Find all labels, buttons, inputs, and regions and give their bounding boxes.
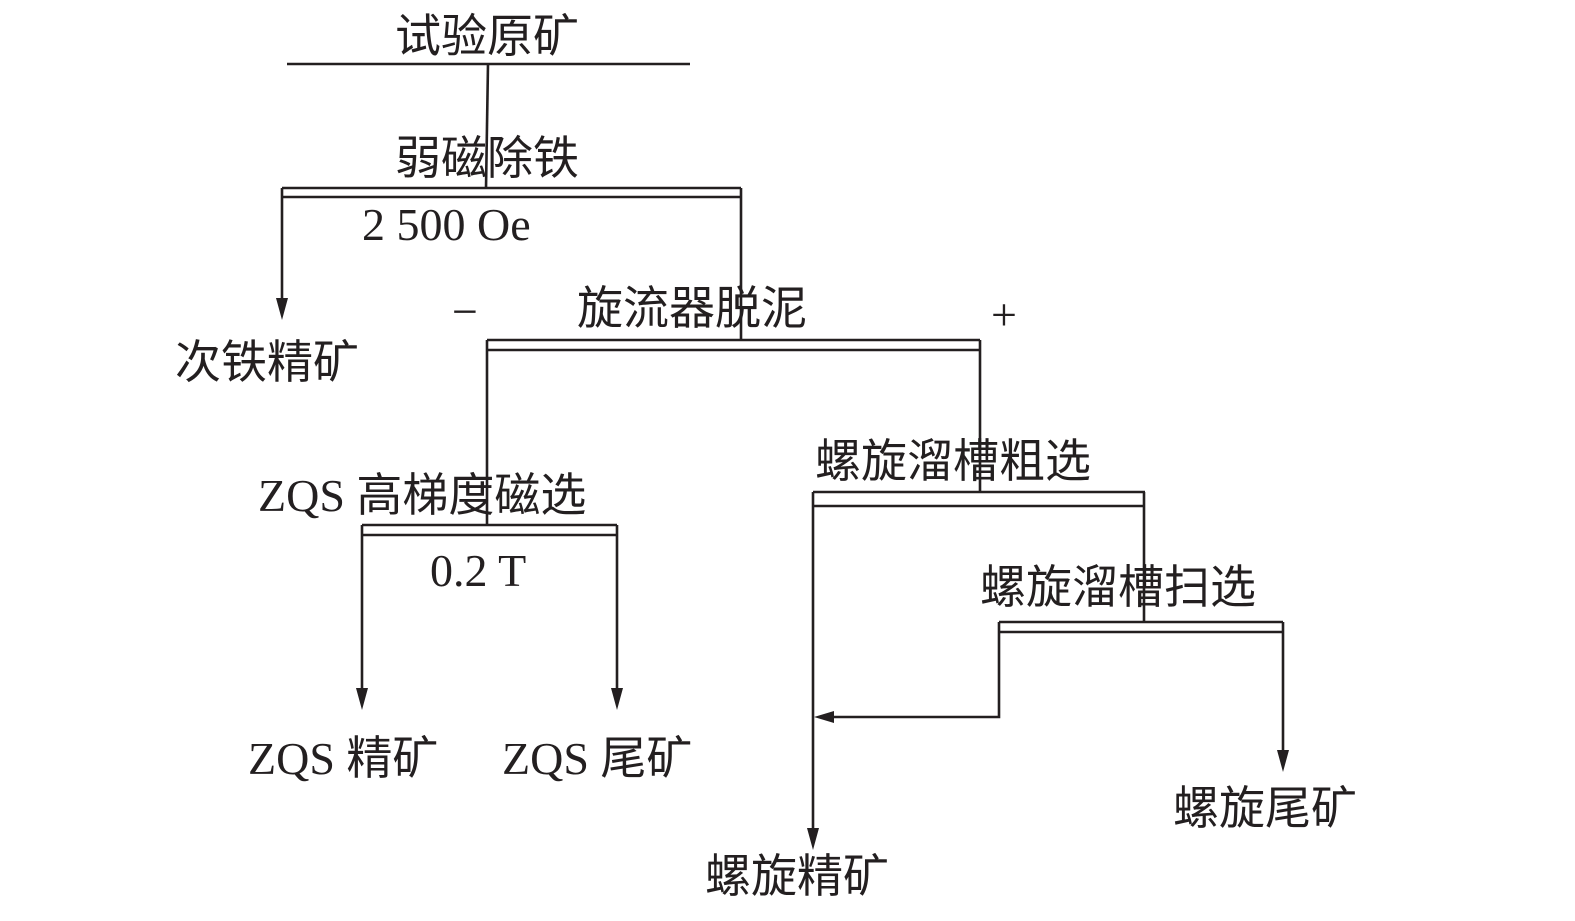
zqs-field: 0.2 T	[430, 545, 526, 596]
arrowhead-icon	[276, 298, 288, 320]
scav-conc-return-line	[832, 622, 1001, 719]
spiral-scav-label: 螺旋溜槽扫选	[980, 562, 1256, 613]
feed-stem	[484, 63, 490, 189]
zqs-label: ZQS 高梯度磁选	[258, 470, 586, 521]
weak-mag-field: 2 500 Oe	[362, 199, 531, 250]
arrowhead-icon	[814, 711, 834, 723]
arrowhead-icon	[611, 688, 623, 710]
cyclone-label: 旋流器脱泥	[577, 283, 807, 334]
spiral-conc-label: 螺旋精矿	[705, 851, 889, 902]
feed-label: 试验原矿	[395, 11, 579, 62]
zqs-conc-label: ZQS 精矿	[248, 733, 438, 784]
spiral-tail-label: 螺旋尾矿	[1173, 783, 1357, 834]
arrowhead-icon	[807, 828, 819, 850]
secondary-iron-conc-label: 次铁精矿	[175, 337, 359, 388]
zqs-tail-label: ZQS 尾矿	[502, 733, 692, 784]
arrowhead-icon	[1277, 750, 1289, 772]
plus-sign: +	[991, 289, 1017, 340]
weak-mag-label: 弱磁除铁	[395, 133, 579, 184]
spiral-rough-label: 螺旋溜槽粗选	[815, 436, 1091, 487]
minus-sign: −	[452, 286, 478, 337]
arrowhead-icon	[356, 688, 368, 710]
